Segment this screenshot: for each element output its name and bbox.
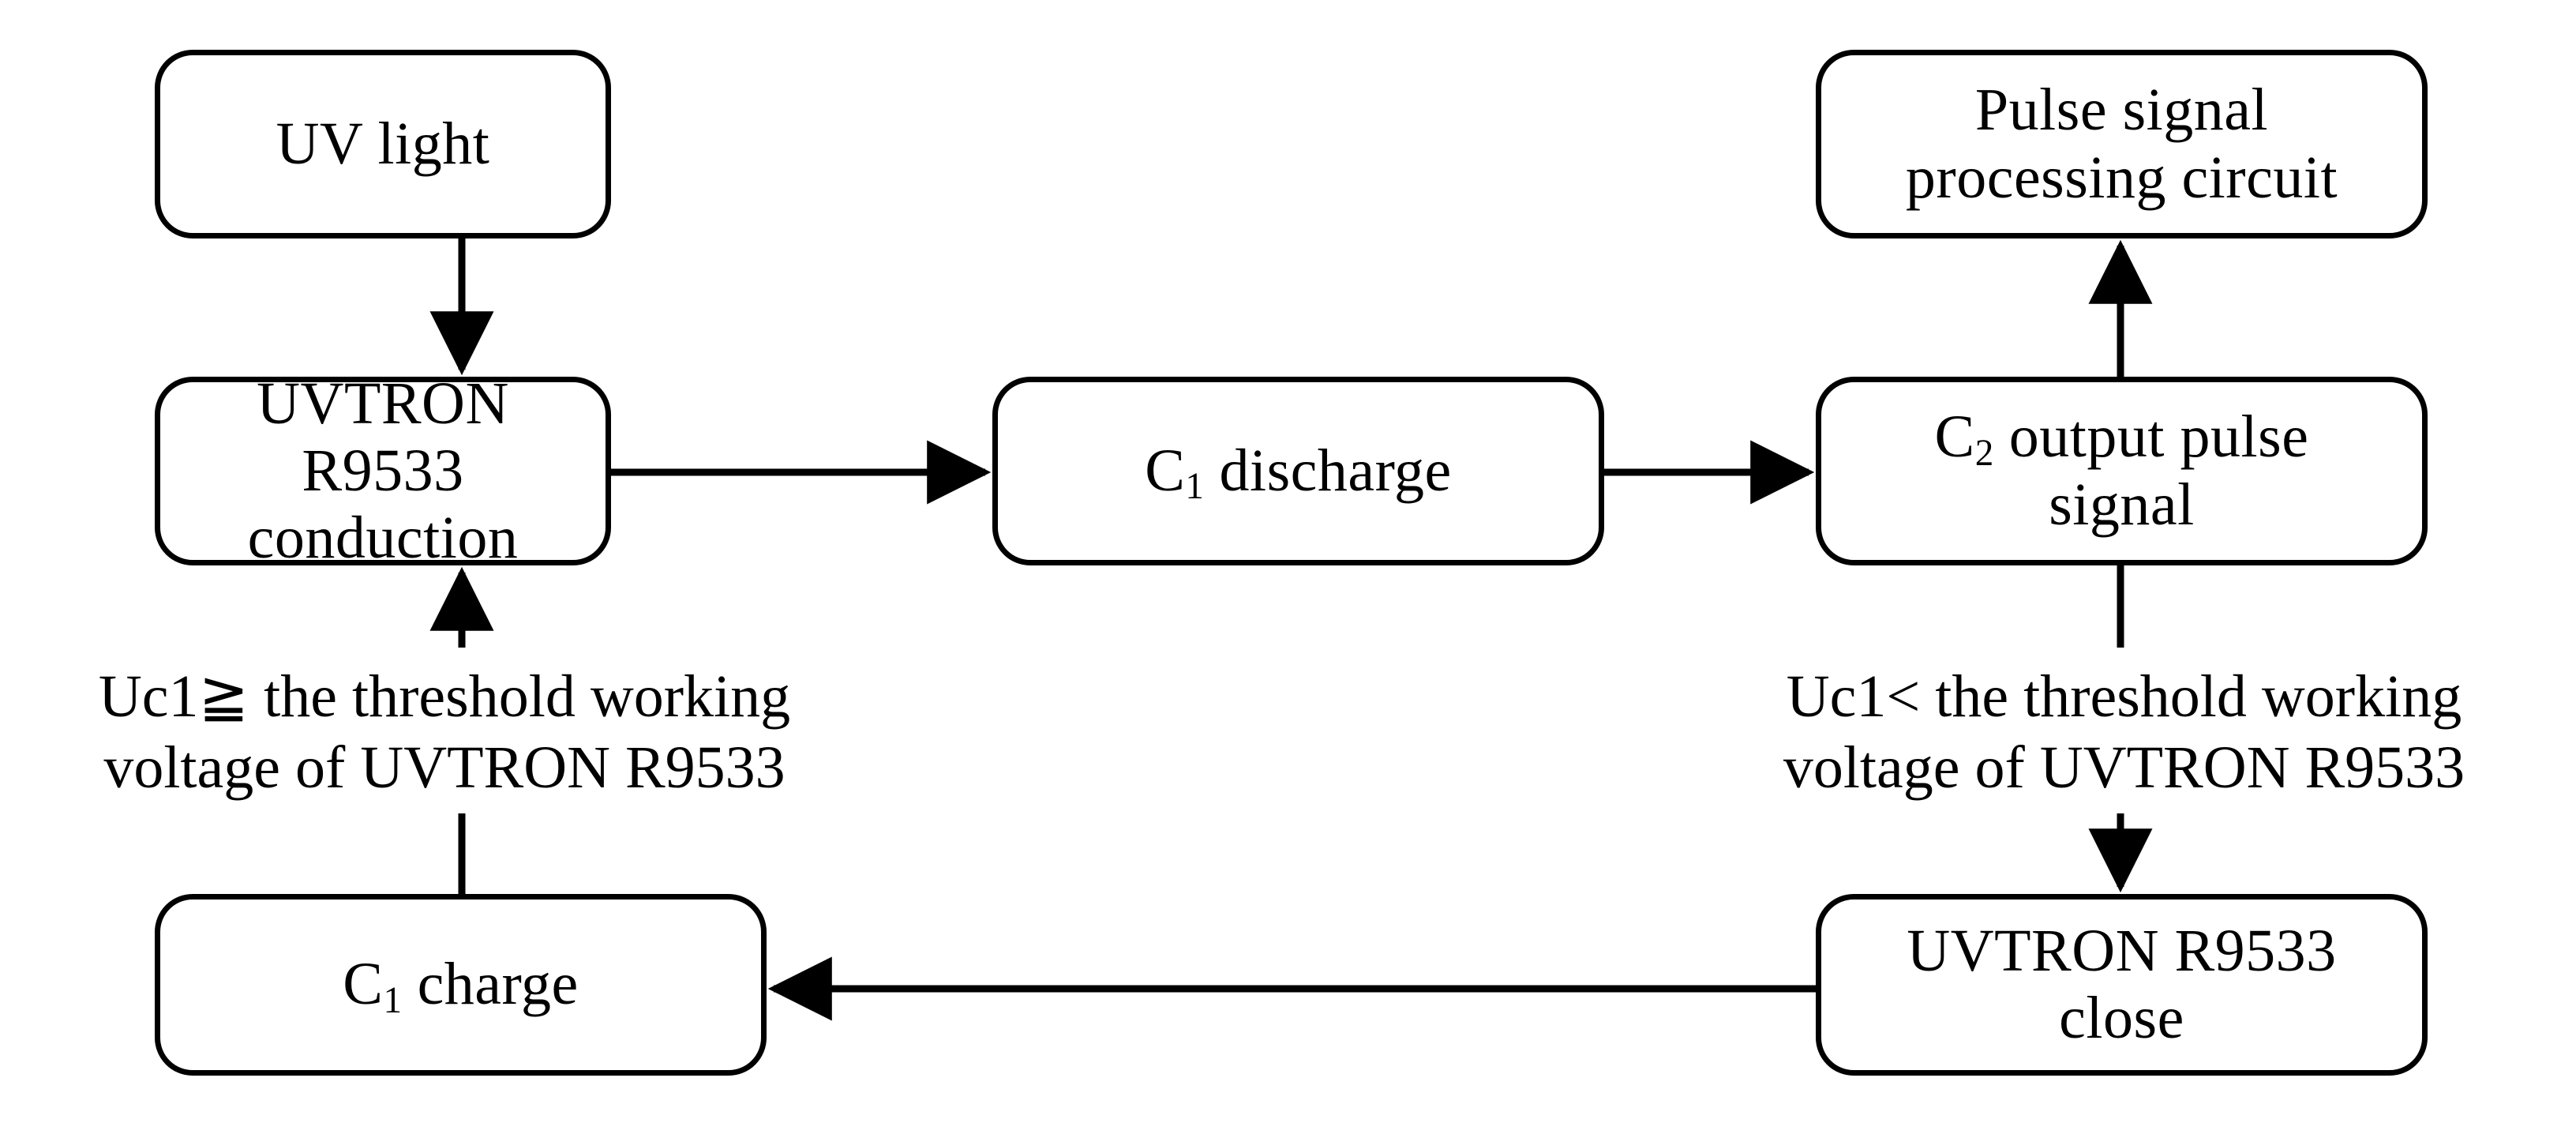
node-c1-charge-label: C1 charge xyxy=(332,951,589,1021)
node-c1-discharge[interactable]: C1 discharge xyxy=(992,377,1604,565)
node-c1-discharge-suffix: discharge xyxy=(1203,437,1452,504)
node-uvtron-close-line1: UVTRON R9533 xyxy=(1907,917,2337,984)
node-uvtron-conduction-line2: conduction xyxy=(247,505,519,572)
node-uvtron-conduction-line1: UVTRON R9533 xyxy=(257,370,509,504)
node-c1-discharge-prefix: C xyxy=(1145,437,1186,504)
node-c2-output-prefix: C xyxy=(1934,404,1975,471)
node-c1-discharge-label: C1 discharge xyxy=(1134,437,1463,508)
edge-label-left-condition: Uc1≧ the threshold working voltage of UV… xyxy=(98,663,791,801)
node-uv-light[interactable]: UV light xyxy=(155,50,611,238)
node-uvtron-close-line2: close xyxy=(2059,985,2184,1051)
node-c2-output-subscript: 2 xyxy=(1974,432,1994,474)
node-c1-charge-subscript: 1 xyxy=(383,979,403,1021)
node-pulse-circuit-line2: processing circuit xyxy=(1905,144,2338,211)
node-c2-output-line2: signal xyxy=(2049,471,2195,538)
node-c1-charge-prefix: C xyxy=(343,951,384,1018)
node-pulse-circuit-line1: Pulse signal xyxy=(1974,77,2269,144)
node-c2-output-suffix: output pulse xyxy=(1993,404,2309,471)
node-c1-discharge-subscript: 1 xyxy=(1185,466,1204,508)
node-c1-charge-suffix: charge xyxy=(402,951,579,1018)
edge-label-right-condition: Uc1< the threshold working voltage of UV… xyxy=(1783,663,2465,801)
node-uv-light-label: UV light xyxy=(276,110,490,177)
node-c1-charge[interactable]: C1 charge xyxy=(155,894,767,1076)
